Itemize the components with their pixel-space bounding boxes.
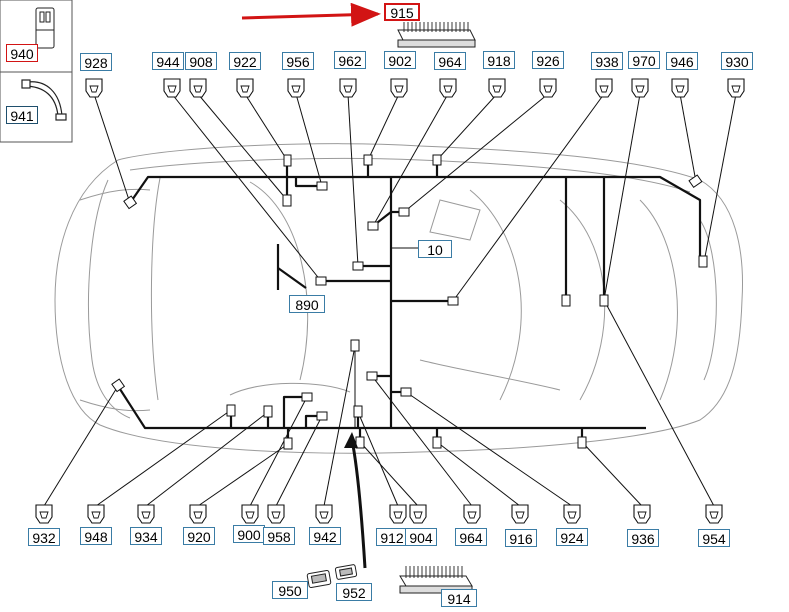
harness-wires — [117, 160, 702, 444]
callout-942: 942 — [309, 527, 341, 545]
callout-950: 950 — [272, 581, 308, 599]
callout-10: 10 — [418, 240, 452, 258]
callout-932: 932 — [28, 528, 60, 546]
callout-962: 962 — [334, 51, 366, 69]
leader-lines — [43, 93, 737, 507]
connector-pair-950-952-icon — [306, 564, 358, 588]
callout-902: 902 — [384, 51, 416, 69]
callout-900: 900 — [233, 525, 265, 543]
callout-941: 941 — [6, 106, 38, 124]
callout-915-highlighted: 915 — [384, 3, 420, 21]
callout-944: 944 — [152, 52, 184, 70]
callout-964-bottom: 964 — [455, 528, 487, 546]
callout-946: 946 — [666, 52, 698, 70]
callout-958: 958 — [263, 527, 295, 545]
callout-938: 938 — [591, 52, 623, 70]
callout-954: 954 — [698, 529, 730, 547]
callout-914: 914 — [441, 589, 477, 607]
callout-952: 952 — [336, 583, 372, 601]
relay-icon — [35, 7, 55, 49]
callout-912: 912 — [376, 528, 408, 546]
callout-908: 908 — [185, 52, 217, 70]
callout-948: 948 — [80, 527, 112, 545]
callout-924: 924 — [556, 528, 588, 546]
callout-926: 926 — [532, 51, 564, 69]
callout-918: 918 — [483, 51, 515, 69]
callout-916: 916 — [505, 529, 537, 547]
callout-934: 934 — [130, 527, 162, 545]
terminal-block-914-icon — [399, 566, 473, 594]
terminal-block-915-icon — [397, 22, 476, 48]
callout-920: 920 — [183, 527, 215, 545]
car-outline — [54, 143, 743, 454]
callout-890: 890 — [289, 295, 325, 313]
bottom-connector-row — [35, 504, 723, 524]
callout-964-top: 964 — [434, 52, 466, 70]
callout-904: 904 — [405, 528, 437, 546]
harness-connectors — [111, 154, 708, 450]
pointer-arrows — [241, 2, 381, 569]
callout-936: 936 — [627, 529, 659, 547]
cable-harness-icon — [21, 79, 67, 121]
callout-940: 940 — [6, 44, 38, 62]
callout-930: 930 — [721, 52, 753, 70]
callout-922: 922 — [229, 52, 261, 70]
callout-928: 928 — [80, 53, 112, 71]
callout-956-top: 956 — [282, 52, 314, 70]
top-connector-row — [85, 78, 745, 98]
callout-970: 970 — [628, 51, 660, 69]
